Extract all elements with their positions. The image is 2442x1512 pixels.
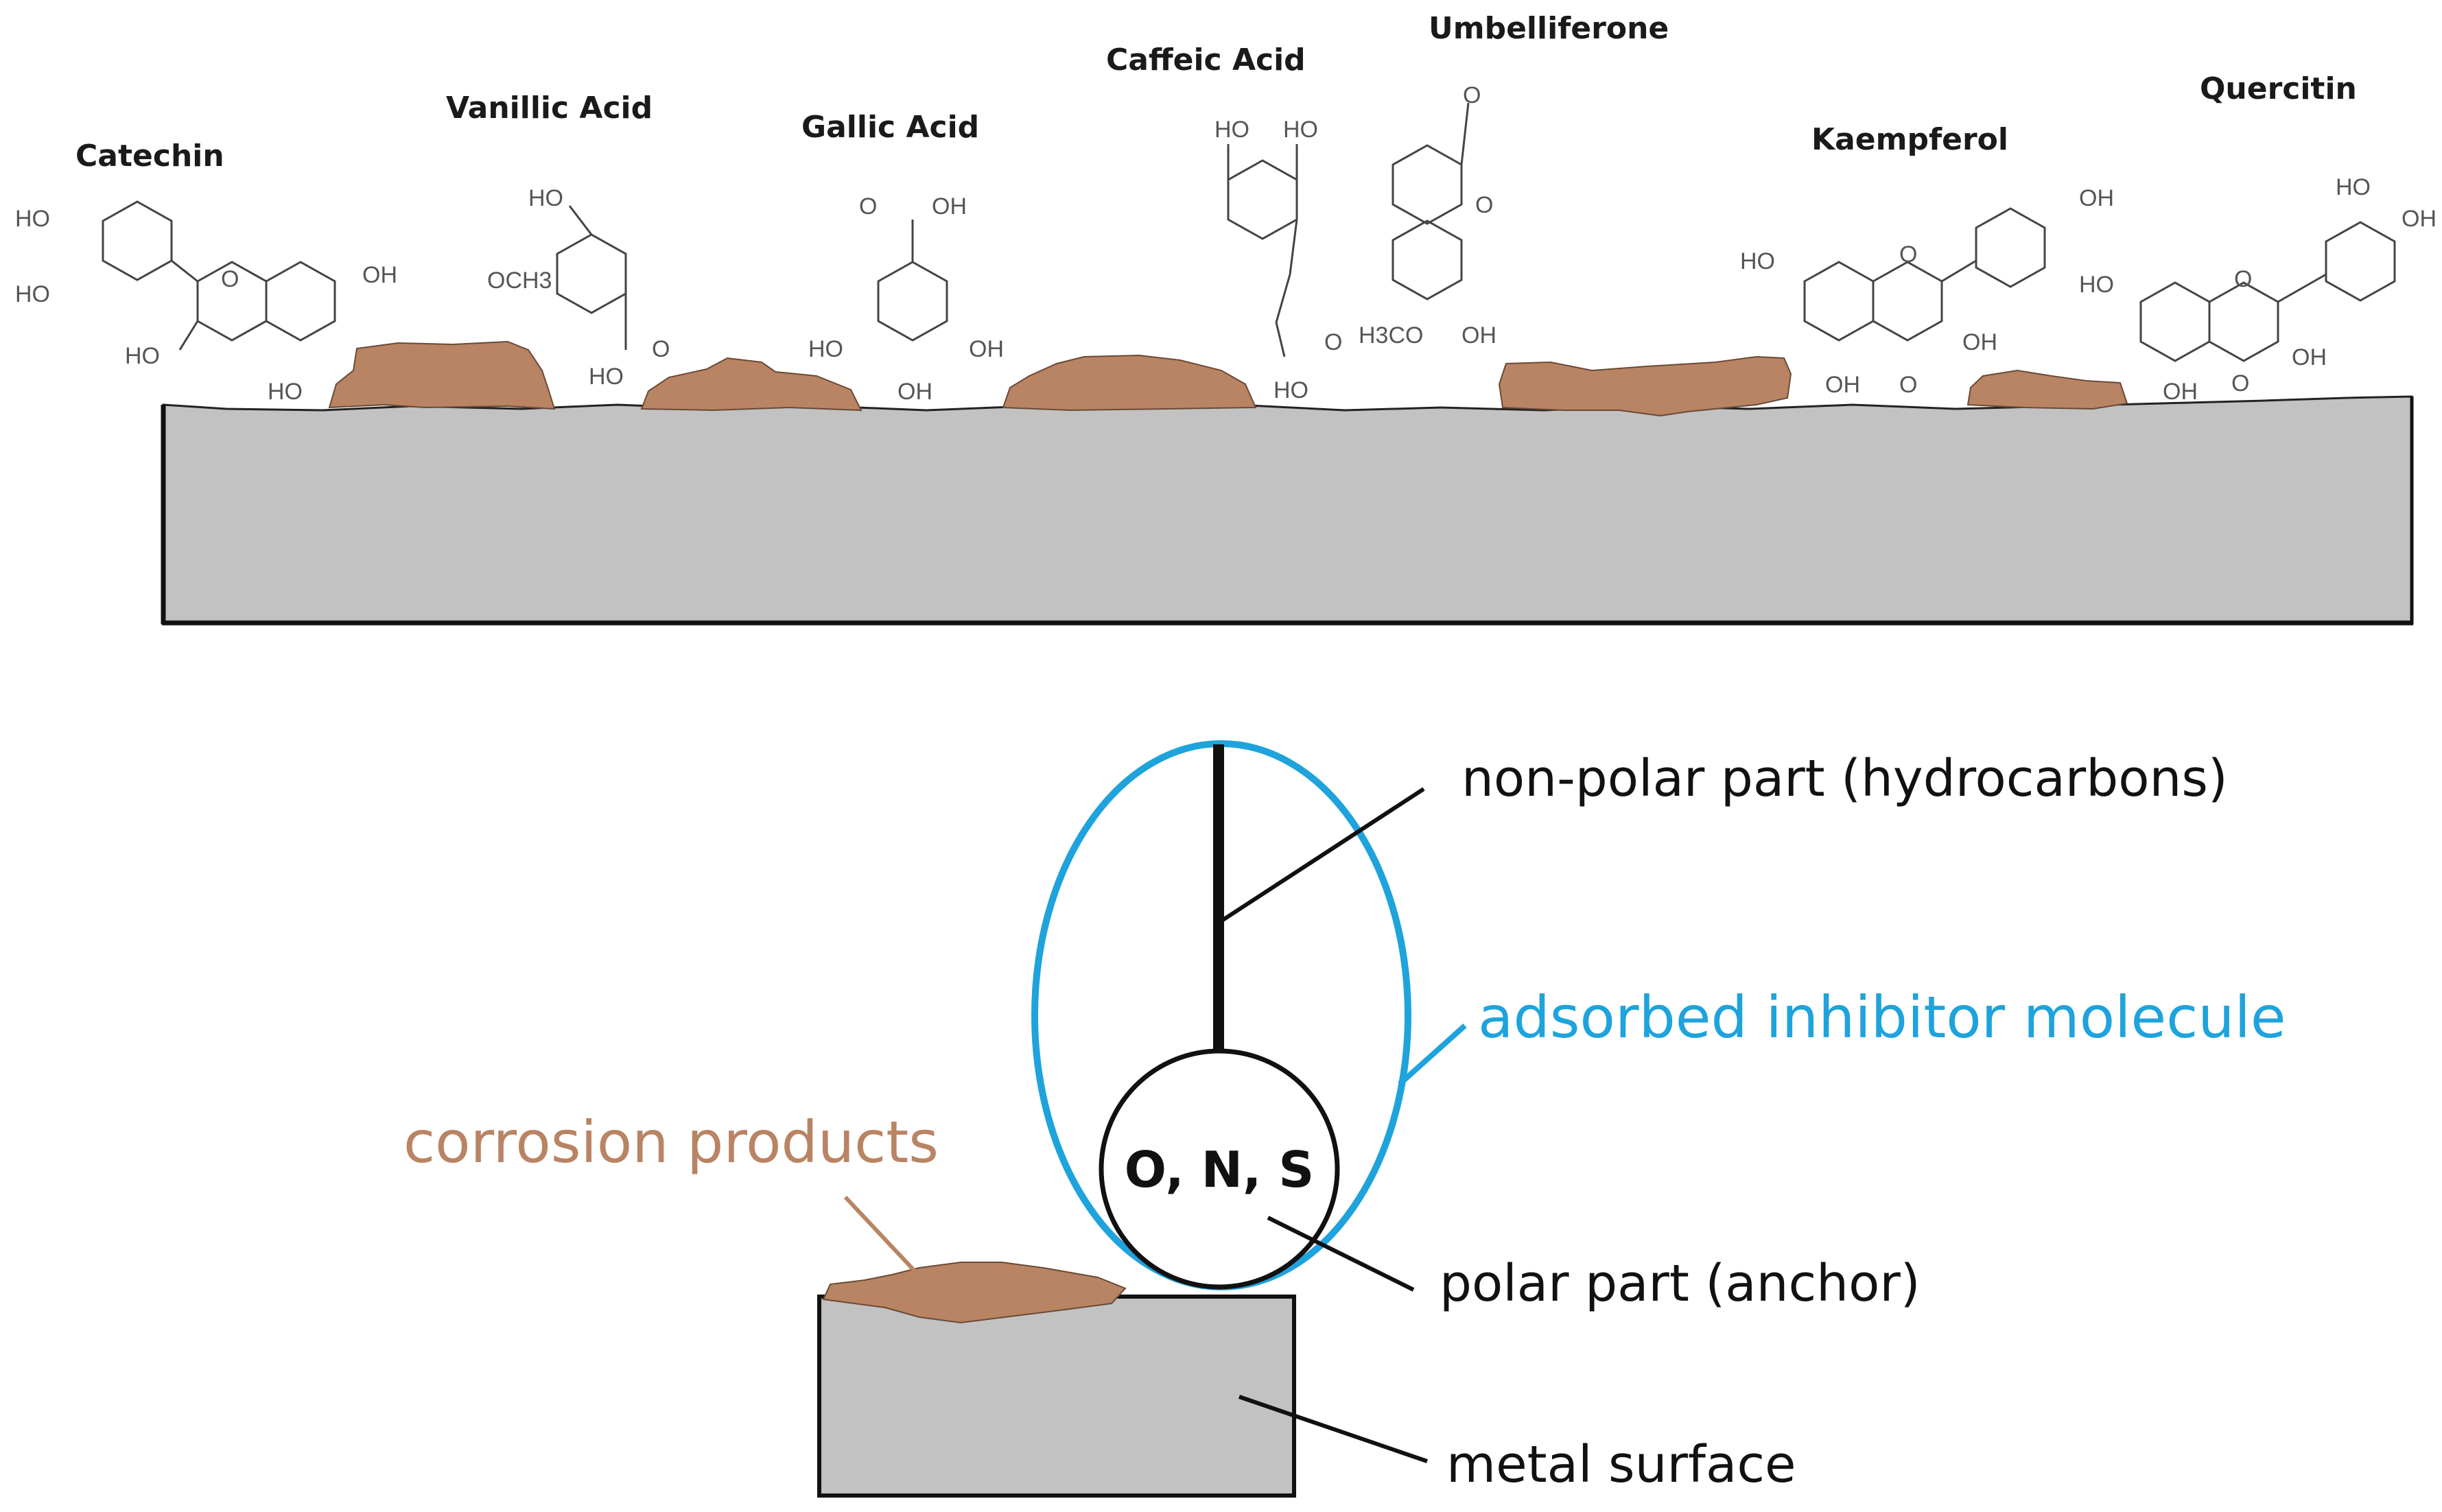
bond (2277, 273, 2327, 303)
molecule-caffeic-acid: Caffeic Acid HO HO O HO (1106, 43, 1342, 403)
vanillic-ring (556, 233, 627, 314)
adsorbed-pointer-line (1398, 1024, 1467, 1086)
anchor-atoms-text: O, N, S (1125, 1141, 1315, 1198)
gallic-ring (877, 261, 948, 342)
adsorbed-inhibitor-label: adsorbed inhibitor molecule (1478, 984, 2286, 1051)
bottom-corrosion-patch (822, 1262, 1127, 1324)
chem-group: HO (125, 343, 160, 369)
chem-group: O (2231, 370, 2249, 397)
chem-group: O (221, 266, 239, 292)
polar-pointer-line (1267, 1216, 1415, 1292)
chem-group: OH (2292, 344, 2327, 370)
umbelliferone-label: Umbelliferone (1429, 11, 1669, 46)
chem-group: O (2234, 266, 2252, 292)
chem-group: HO (15, 206, 50, 232)
chem-group: HO (1740, 248, 1775, 274)
chem-group: O (1463, 82, 1481, 108)
corrosion-products-label: corrosion products (403, 1109, 939, 1176)
bond (178, 320, 199, 351)
chem-group: HO (2079, 272, 2114, 298)
caffeic-ring (1227, 159, 1298, 240)
chem-group: OH (2079, 185, 2114, 211)
chem-group: O (1475, 192, 1493, 218)
polar-part-label: polar part (anchor) (1440, 1254, 1921, 1313)
chem-group: OH (362, 262, 397, 288)
molecule-umbelliferone: Umbelliferone O O H3CO OH (1359, 11, 1669, 349)
corrosion-patch (1498, 355, 1792, 417)
corrosion-patch (328, 340, 556, 410)
molecule-kaempferol: Kaempferol OH HO O OH OH O (1740, 122, 2114, 398)
chem-group: HO (268, 379, 303, 405)
non-polar-pointer-line (1217, 787, 1425, 925)
chem-group: OH (1962, 329, 1997, 355)
kaempferol-ring-b (1975, 207, 2046, 288)
polar-anchor-circle (1099, 1048, 1340, 1290)
chem-group: OCH3 (487, 268, 552, 294)
chem-group: OH (969, 336, 1004, 362)
umbelliferone-ring-a (1392, 144, 1463, 225)
vanillic-acid-label: Vanillic Acid (446, 91, 653, 126)
umbelliferone-ring-b (1392, 220, 1463, 300)
catechin-ring-b (265, 261, 336, 342)
quercitin-ring-b (2325, 221, 2396, 302)
chem-group: HO (528, 185, 563, 211)
chem-group: HO (1273, 377, 1308, 403)
corrosion-patch (1966, 369, 2128, 410)
corrosion-patch (640, 357, 862, 412)
kaempferol-ring-c (1872, 261, 1943, 342)
chem-group: HO (2336, 174, 2371, 200)
chem-group: O (1899, 241, 1917, 268)
bond (1275, 219, 1298, 357)
bond (1941, 259, 1977, 283)
chem-group: H3CO (1359, 322, 1423, 349)
kaempferol-label: Kaempferol (1811, 122, 2008, 157)
chem-group: HO (15, 281, 50, 307)
bond (171, 259, 198, 283)
chem-group: O (859, 193, 877, 220)
chem-group: HO (1283, 117, 1318, 143)
catechin-ring-a (102, 200, 173, 281)
quercitin-ring-a (2139, 281, 2211, 362)
chem-group: O (1324, 329, 1342, 355)
chem-group: O (652, 336, 670, 362)
molecule-catechin: Catechin HO HO OH HO HO O (15, 139, 397, 405)
catechin-label: Catechin (75, 139, 224, 174)
metal-pointer-line (1238, 1395, 1428, 1463)
chem-group: O (1899, 372, 1917, 398)
corrosion-patch (1002, 354, 1257, 412)
quercitin-ring-c (2208, 281, 2279, 362)
non-polar-label: non-polar part (hydrocarbons) (1461, 749, 2228, 808)
molecule-quercitin: Quercitin HO OH HO O OH OH O (2079, 71, 2437, 405)
chem-group: OH (2163, 379, 2198, 405)
metal-surface-label: metal surface (1446, 1435, 1796, 1494)
quercitin-label: Quercitin (2200, 71, 2357, 106)
chem-group: OH (1825, 372, 1860, 398)
bottom-panel: O, N, S non-polar part (hydrocarbons) ad… (403, 740, 2286, 1498)
top-panel (161, 340, 2414, 626)
molecule-gallic-acid: Gallic Acid O OH HO OH OH (801, 110, 1004, 405)
chem-group: HO (1214, 117, 1249, 143)
chem-group: OH (897, 379, 932, 405)
gallic-acid-label: Gallic Acid (801, 110, 979, 145)
bond (1460, 102, 1470, 165)
caffeic-acid-label: Caffeic Acid (1106, 43, 1306, 78)
top-metal-slab (162, 395, 2413, 624)
bottom-metal-block (817, 1295, 1296, 1498)
kaempferol-ring-a (1803, 261, 1875, 342)
corrosion-pointer-line (843, 1195, 921, 1278)
chem-group: OH (1461, 322, 1496, 349)
molecule-vanillic-acid: Vanillic Acid HO OCH3 HO O (446, 91, 670, 390)
chem-group: OH (932, 193, 967, 220)
bond (568, 205, 593, 235)
chem-group: HO (808, 336, 843, 362)
chem-group: HO (589, 364, 624, 390)
chem-group: OH (2402, 206, 2437, 232)
